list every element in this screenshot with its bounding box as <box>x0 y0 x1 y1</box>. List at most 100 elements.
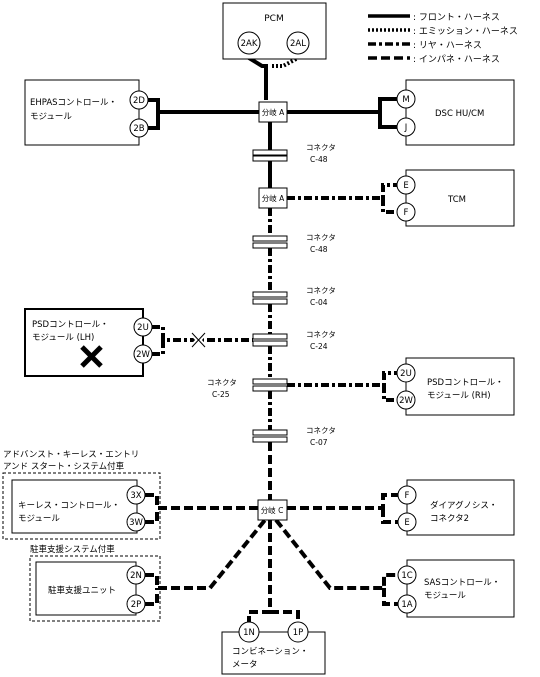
connector-c04-id: C-04 <box>310 298 328 307</box>
legend-inpane-label: : インパネ・ハーネス <box>413 54 500 65</box>
keyless-group-label-1: アドバンスト・キーレス・エントリ <box>3 450 139 460</box>
diag-box <box>406 479 515 536</box>
splice-c: 分岐 C <box>257 499 288 521</box>
wire-psd-lh-2w <box>152 340 165 356</box>
connector-c04-word: コネクタ <box>306 286 336 295</box>
diag-label-1: ダイアグノシス・ <box>430 500 497 511</box>
wire-psd-rh-2u <box>287 371 397 387</box>
connector-c24: コネクタ C-24 <box>252 330 336 351</box>
wire-ehpas-2d <box>148 98 259 114</box>
open-circuit-x-icon <box>190 331 207 349</box>
wire-parking-2n <box>145 518 267 590</box>
parking-pin-2n <box>126 565 146 585</box>
parking-option-frame <box>29 555 161 622</box>
dsc-title: DSC HU/CM <box>435 109 484 119</box>
wire-sas-1a <box>382 588 398 606</box>
ehpas-pin-2b-label: 2B <box>133 124 144 134</box>
pcm-pin-2ak-label: 2AK <box>241 39 258 49</box>
wire-dsc-j <box>378 112 397 129</box>
pcm-box <box>222 2 327 60</box>
wire-psd-lh-2u <box>152 325 253 342</box>
psd-rh-pin-2u <box>396 363 416 383</box>
pcm-pin-2al <box>286 31 310 55</box>
connector-c25-id: C-25 <box>212 390 230 399</box>
dsc-pin-j-label: J <box>404 123 408 133</box>
dsc-pin-m <box>396 89 416 109</box>
keyless-option-frame <box>2 472 161 540</box>
combi-label-1: コンビネーション・ <box>232 647 308 657</box>
wire-tcm-e <box>287 183 397 200</box>
tcm-module: TCM E F <box>396 169 515 227</box>
dsc-module: DSC HU/CM M J <box>396 79 515 146</box>
dsc-pin-m-label: M <box>402 95 409 105</box>
wire-ehpas-2b <box>148 112 160 130</box>
keyless-pin-3x <box>126 485 146 505</box>
ehpas-pin-2b <box>129 118 149 138</box>
connector-c48-1: コネクタ C-48 <box>252 143 336 164</box>
fault-x-icon <box>80 345 103 368</box>
combi-pin-1p-label: 1P <box>293 628 304 638</box>
wire-diag-e <box>381 508 398 524</box>
parking-box <box>35 561 137 616</box>
diag-pin-e-label: E <box>404 518 409 528</box>
ehpas-label-1: EHPASコントロール・ <box>30 98 117 108</box>
splice-a-1: 分岐 A <box>258 101 288 123</box>
sas-pin-1a-label: 1A <box>401 600 412 610</box>
connector-c07-id: C-07 <box>310 438 328 447</box>
sas-box <box>406 559 515 618</box>
legend-front-label: : フロント・ハーネス <box>413 12 500 23</box>
keyless-pin-3w-label: 3W <box>129 518 143 528</box>
sas-pin-1a <box>397 594 417 614</box>
keyless-label-1: キーレス・コントロール・ <box>18 501 120 511</box>
psd-rh-pin-2u-label: 2U <box>400 369 412 379</box>
dsc-box <box>405 79 515 146</box>
parking-module: 駐車支援ユニット 2N 2P <box>35 561 146 616</box>
connector-c24-id: C-24 <box>310 342 328 351</box>
combi-pin-1n <box>238 621 260 643</box>
tcm-pin-e-label: E <box>403 181 408 191</box>
keyless-box <box>11 479 138 534</box>
splice-a-2-box <box>258 187 288 209</box>
psd-lh-pin-2w-label: 2W <box>136 350 150 360</box>
sas-pin-1c-label: 1C <box>401 571 412 581</box>
splice-a-2: 分岐 A <box>258 187 288 209</box>
connector-c25-word: コネクタ <box>207 378 237 387</box>
psd-rh-pin-2w-label: 2W <box>399 396 413 406</box>
legend-emission-label: : エミッション・ハーネス <box>413 26 518 37</box>
psd-lh-module: PSDコントロール・ モジュール (LH) 2U 2W <box>24 308 153 377</box>
connector-c48-2: コネクタ C-48 <box>252 233 336 254</box>
connector-c07-word: コネクタ <box>306 426 336 435</box>
connector-c25: コネクタ C-25 <box>207 378 288 399</box>
legend-rear-label: : リヤ・ハーネス <box>413 40 482 51</box>
splice-a-1-label: 分岐 A <box>262 107 285 117</box>
wires <box>145 52 398 622</box>
pcm-module: PCM 2AK 2AL <box>222 2 327 60</box>
keyless-pin-3w <box>126 512 146 532</box>
wire-sas-1c <box>274 518 398 590</box>
ehpas-pin-2d-label: 2D <box>133 96 145 106</box>
connector-c07: コネクタ C-07 <box>252 426 336 447</box>
diag-pin-f <box>397 485 417 505</box>
psd-rh-box <box>405 357 515 416</box>
wire-pcm-2al <box>272 52 300 68</box>
parking-pin-2n-label: 2N <box>130 571 142 581</box>
pcm-pin-2ak <box>237 31 261 55</box>
tcm-pin-e <box>396 175 416 195</box>
wire-combi-1n <box>247 520 272 622</box>
combi-box <box>221 631 326 675</box>
splice-a-2-label: 分岐 A <box>262 193 285 203</box>
ehpas-pin-2d <box>129 90 149 110</box>
tcm-box <box>405 169 515 227</box>
tcm-title: TCM <box>447 195 466 205</box>
pcm-title: PCM <box>264 14 283 24</box>
wire-keyless-3w <box>145 508 159 524</box>
psd-rh-label-1: PSDコントロール・ <box>427 378 504 388</box>
keyless-group-label-2: アンド スタート・システム付車 <box>3 461 125 472</box>
wire-dsc-m <box>287 97 397 114</box>
psd-rh-label-2: モジュール (RH) <box>427 391 491 401</box>
combi-label-2: メータ <box>232 660 258 670</box>
psd-rh-module: PSDコントロール・ モジュール (RH) 2U 2W <box>396 357 515 416</box>
splice-c-box <box>257 499 288 521</box>
keyless-label-2: モジュール <box>18 514 60 524</box>
keyless-module: キーレス・コントロール・ モジュール 3X 3W <box>11 479 146 534</box>
